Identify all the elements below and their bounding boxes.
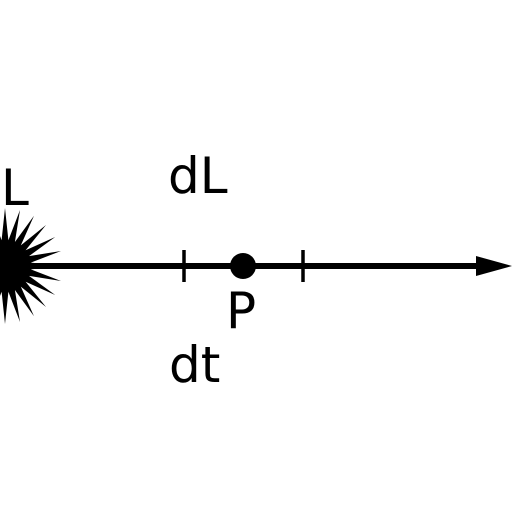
point-dot-icon — [230, 253, 256, 279]
increment-bottom-label: dt — [169, 336, 220, 394]
increment-top-label: dL — [168, 147, 228, 205]
point-label: P — [226, 282, 256, 340]
arrowhead-icon — [476, 256, 512, 276]
source-label: L — [1, 159, 29, 217]
